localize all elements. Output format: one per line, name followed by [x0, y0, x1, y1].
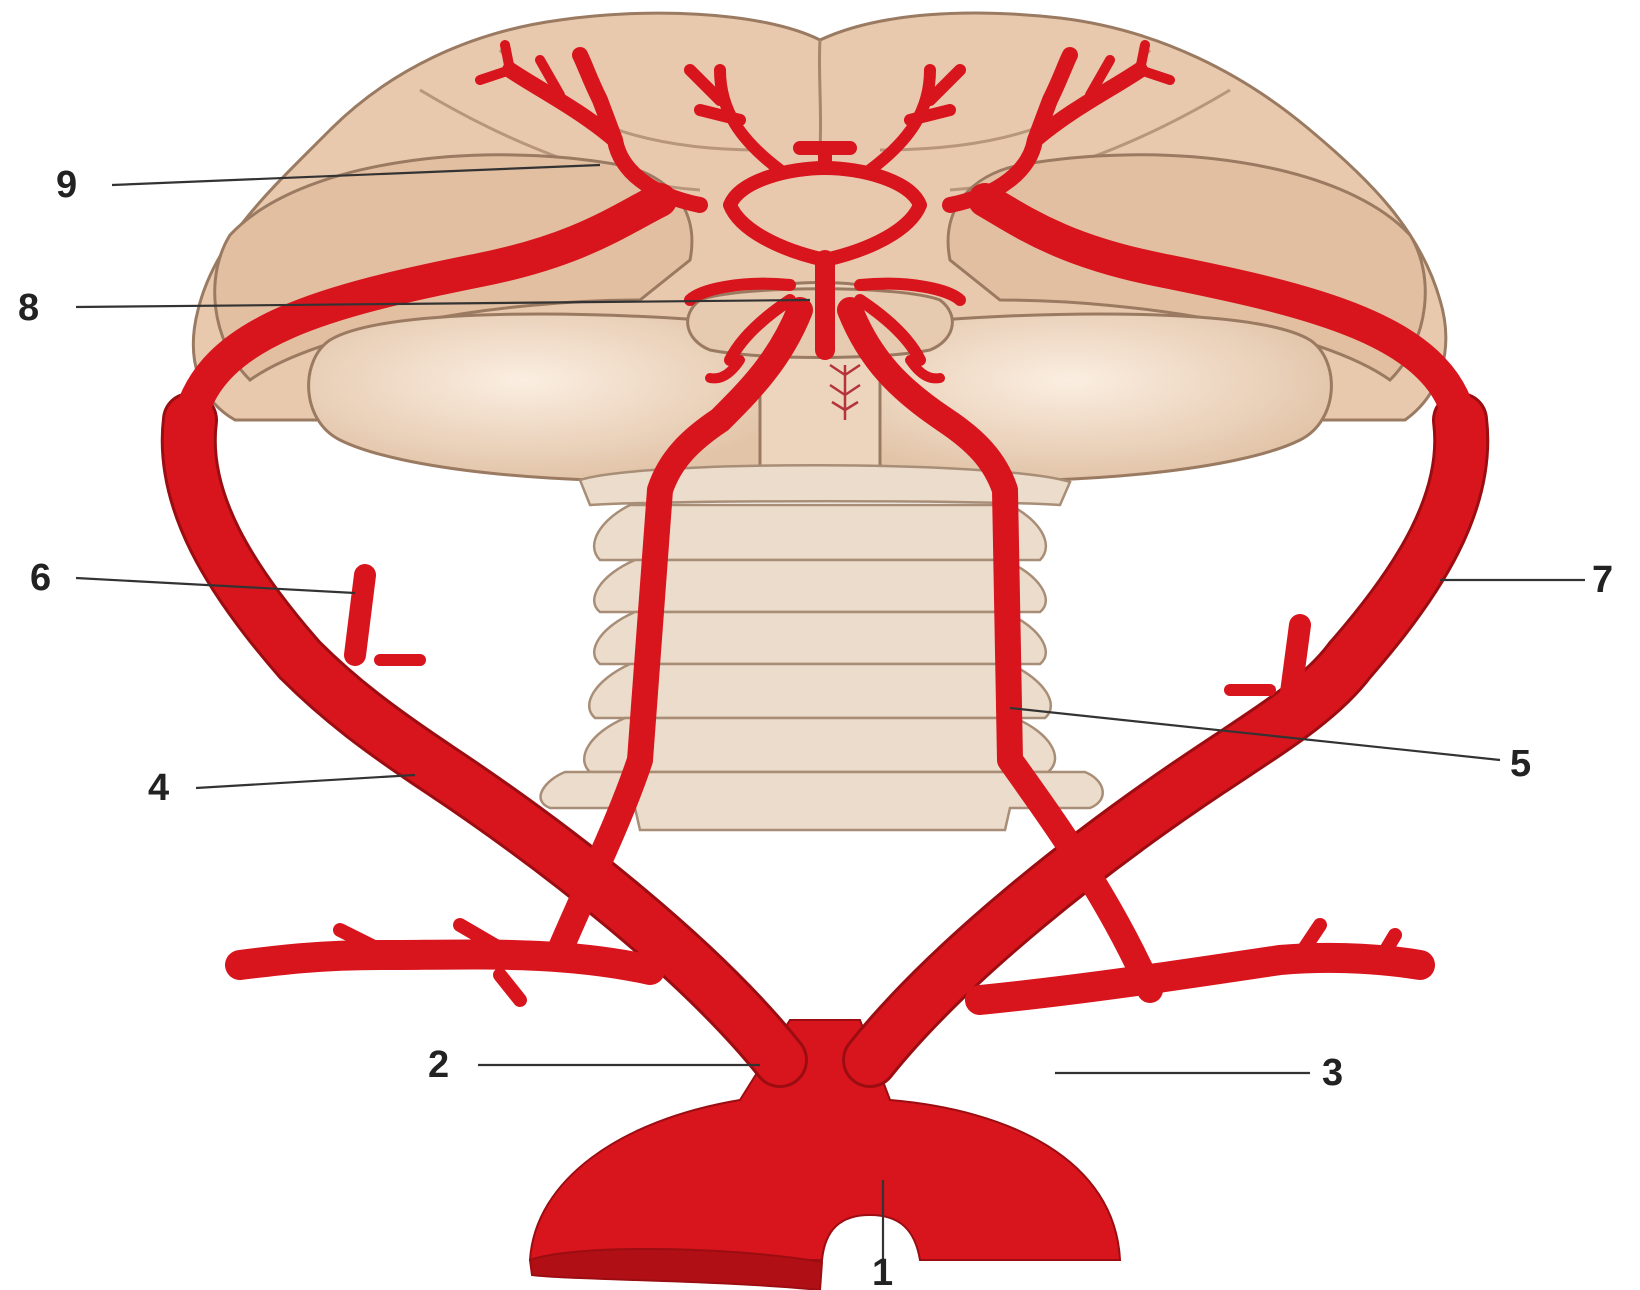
- aortic-arch-cut-end: [530, 1249, 822, 1290]
- label-4: 4: [148, 767, 169, 809]
- left-subclavian: [240, 954, 650, 970]
- leader-4: [196, 775, 415, 788]
- label-2: 2: [428, 1044, 449, 1086]
- label-7: 7: [1592, 559, 1613, 601]
- label-6: 6: [30, 557, 51, 599]
- label-3: 3: [1322, 1052, 1343, 1094]
- left-external-carotid: [355, 575, 365, 655]
- longitudinal-fissure: [819, 40, 820, 150]
- brain: [193, 13, 1445, 481]
- right-external-carotid: [1290, 625, 1300, 700]
- label-8: 8: [18, 287, 39, 329]
- label-9: 9: [56, 164, 77, 206]
- label-5: 5: [1510, 743, 1531, 785]
- right-subclavian: [980, 958, 1420, 1000]
- aortic-arch: [530, 1020, 1120, 1260]
- label-1: 1: [872, 1252, 893, 1290]
